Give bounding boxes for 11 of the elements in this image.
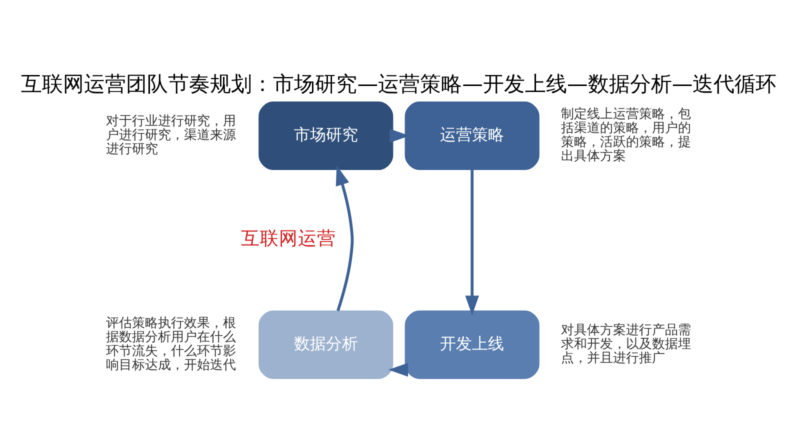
arrow	[388, 362, 408, 376]
node-box: 运营策略	[404, 101, 540, 170]
node-label: 对具体方案进行产品需求和开发，以及数据埋点，并且进行推广	[560, 322, 691, 366]
node-label: 制定线上运营策略，包括渠道的策略，用户的策略，活跃的策略，提出具体方案	[560, 106, 691, 164]
node-box: 数据分析	[258, 310, 394, 378]
diagram-title: 互联网运营团队节奏规划：市场研究—运营策略—开发上线—数据分析—迭代循环	[21, 71, 777, 96]
arrow	[465, 169, 480, 315]
node-label: 对于行业进行研究，用户进行研究，渠道来源进行研究	[106, 114, 236, 156]
arrow	[336, 165, 354, 311]
node-label: 评估策略执行效果，根据数据分析用户在什么环节流失，什么环节影响目标达成，开始迭代	[106, 316, 236, 372]
label: 互联网运营	[241, 228, 336, 250]
